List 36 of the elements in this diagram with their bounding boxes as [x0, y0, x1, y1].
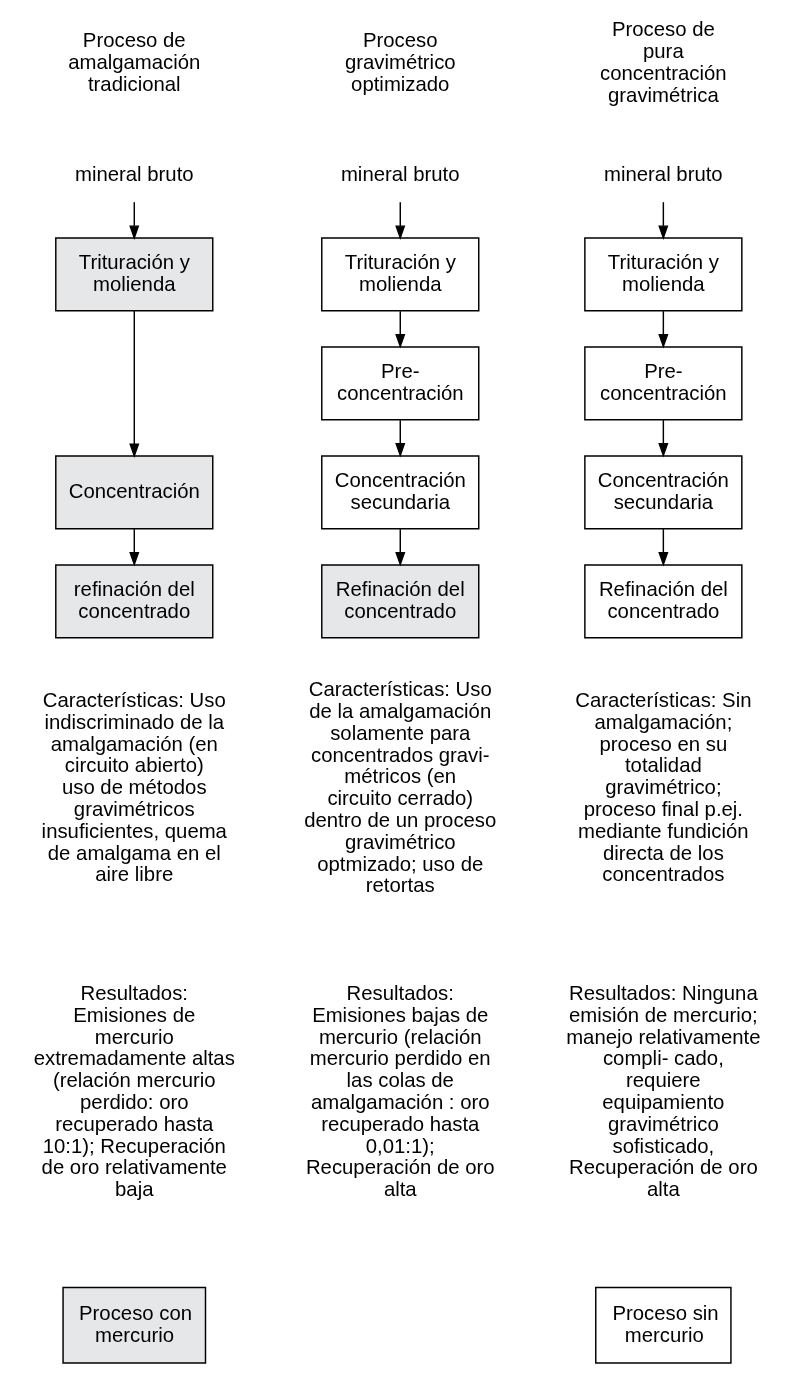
arrow	[128, 528, 139, 567]
node-box: Pre- concentración	[583, 346, 743, 421]
label: Resultados: Emisiones bajas de mercurio (relación mercurio perdido en las colas de amalgamación : oro recuperado hasta 0,01:1); Recuperación de oro alta	[305, 981, 495, 1201]
label: Resultados: Ninguna emisión de mercurio; manejo relativamente compli- cado, requiere equipamiento gravimétrico sofisticado, Recuperación de oro alta	[565, 981, 761, 1201]
node-text: mineral bruto	[74, 162, 194, 185]
node-box: Refinación del concentrado	[320, 564, 479, 639]
arrow	[657, 201, 668, 240]
arrow	[128, 310, 139, 459]
label: Características: Uso indiscriminado de la amalgamación (en circuito abierto) uso de métodos gravimétricos insuficientes, quema de amalgama en el aire libre	[41, 689, 227, 886]
arrow	[394, 419, 405, 458]
label: Proceso gravimétrico optimizado	[344, 29, 456, 95]
node-text: mineral bruto	[603, 162, 723, 185]
arrow	[657, 419, 668, 458]
arrow	[128, 201, 139, 240]
label: Características: Sin amalgamación; proceso en su totalidad gravimétrico; proceso final p.ej. mediante fundición directa de los concentrados	[574, 689, 751, 886]
legend-label: Proceso sin mercurio	[611, 1301, 719, 1346]
node-box: Pre- concentración	[320, 346, 479, 421]
node-box: Concentración secundaria	[320, 455, 479, 530]
label: Proceso de pura concentración gravimétrica	[599, 18, 727, 106]
node-box: Refinación del concentrado	[583, 564, 743, 639]
node-box: Trituración y molienda	[320, 237, 479, 312]
arrow	[394, 528, 405, 567]
node-box: Concentración secundaria	[583, 455, 743, 530]
node-box: Concentración	[54, 455, 213, 530]
legend-label: Proceso con mercurio	[78, 1301, 192, 1346]
node-box: refinación del concentrado	[54, 564, 213, 639]
label: Características: Uso de la amalgamación solamente para concentrados gravi- métricos (en circuito cerrado) dentro de un proceso gravimétrico optmizado; uso de retortas	[303, 678, 496, 897]
label: Proceso de amalgamación tradicional	[67, 29, 200, 95]
arrow	[394, 310, 405, 349]
arrow	[657, 310, 668, 349]
node-box: Trituración y molienda	[583, 237, 743, 312]
node-box: Trituración y molienda	[54, 237, 213, 312]
arrow	[657, 528, 668, 567]
node-text: mineral bruto	[340, 162, 460, 185]
label: Resultados: Emisiones de mercurio extremadamente altas (relación mercurio perdido: oro recuperado hasta 10:1); Recuperación de oro relativamente baja	[33, 981, 235, 1201]
arrow	[394, 201, 405, 240]
